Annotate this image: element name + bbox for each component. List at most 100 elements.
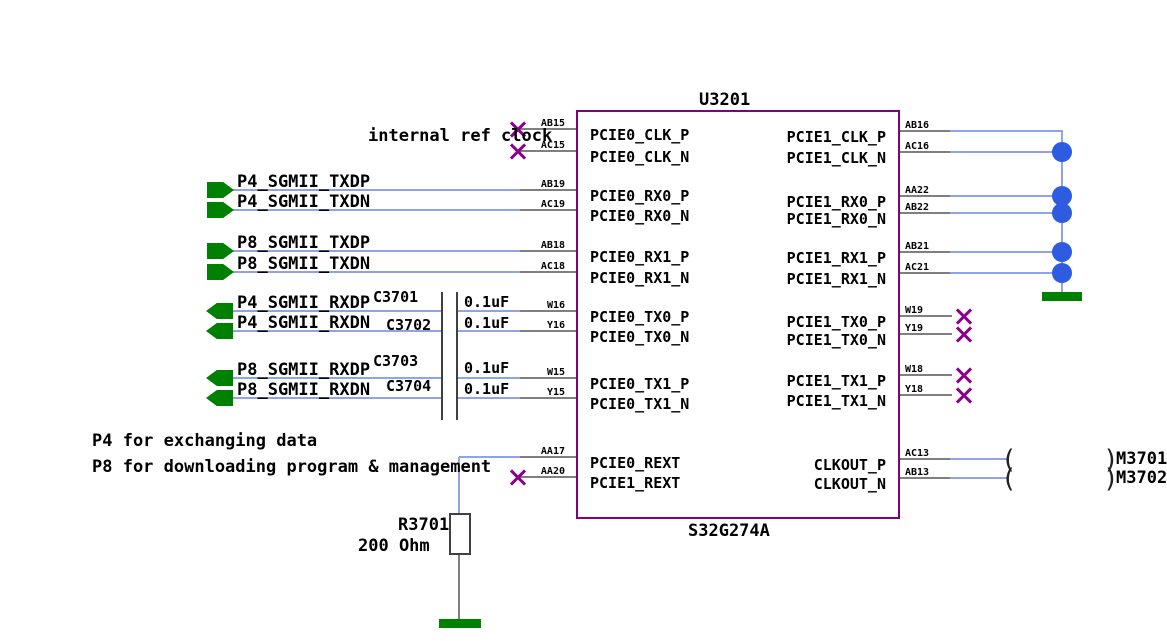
junction-dot[interactable] (1052, 263, 1072, 283)
wire-pcie1-rx0-n[interactable] (950, 212, 1063, 214)
pin-stub[interactable] (900, 151, 950, 153)
resistor-r3701[interactable] (449, 513, 471, 555)
wire-pcie1-rx0-p[interactable] (950, 195, 1063, 197)
pin-stub[interactable] (900, 315, 952, 317)
junction-dot[interactable] (1052, 242, 1072, 262)
net-label: P4_SGMII_TXDP (237, 172, 371, 192)
capacitor-plate-left[interactable] (441, 292, 443, 420)
pin-name: PCIE0_TX1_N (590, 395, 690, 413)
pin-stub[interactable] (520, 397, 576, 399)
wire-p4-sgmii-rxdn[interactable] (233, 330, 442, 332)
wire-rext[interactable] (458, 457, 460, 514)
pin-name: PCIE0_CLK_P (590, 126, 690, 144)
pin-stub[interactable] (520, 377, 576, 379)
pin-number: AC19 (540, 199, 565, 210)
no-connect-icon[interactable] (955, 325, 973, 343)
pin-name: CLKOUT_N (813, 475, 886, 493)
wire-p8-sgmii-rxdn[interactable] (233, 397, 442, 399)
offpage-connector-icon[interactable]: ) (1103, 464, 1119, 494)
pin-number: W16 (546, 300, 565, 311)
pin-stub[interactable] (900, 458, 950, 460)
pin-stub[interactable] (520, 271, 576, 273)
wire-clkout-n[interactable] (950, 477, 1008, 479)
wire-clkout-p[interactable] (950, 458, 1008, 460)
wire-pcie1-clk-p[interactable] (950, 130, 1063, 132)
chip-refdes: U3201 (699, 90, 751, 110)
wire-p8-sgmii-txdn[interactable] (233, 271, 520, 273)
wire-p4-sgmii-txdp[interactable] (233, 189, 520, 191)
wire-p8-sgmii-txdp[interactable] (233, 250, 520, 252)
pin-stub[interactable] (517, 476, 576, 478)
net-label: P8_SGMII_RXDN (237, 380, 371, 400)
pin-name: PCIE1_REXT (590, 474, 681, 492)
ground-symbol[interactable] (1042, 292, 1082, 301)
wire-p4-sgmii-txdn[interactable] (233, 209, 520, 211)
wire-pcie1-rx1-n[interactable] (950, 272, 1063, 274)
junction-dot[interactable] (1052, 203, 1072, 223)
cap-value: 0.1uF (464, 359, 510, 377)
pin-name: PCIE1_RX0_N (786, 210, 886, 228)
wire[interactable] (458, 555, 460, 619)
capacitor-plate-right[interactable] (456, 292, 458, 420)
wire[interactable] (458, 310, 520, 312)
pin-stub[interactable] (520, 330, 576, 332)
pin-stub[interactable] (517, 150, 576, 152)
offpage-connector-icon[interactable]: ( (1001, 445, 1017, 475)
wire-p4-sgmii-rxdp[interactable] (233, 310, 442, 312)
pin-stub[interactable] (520, 310, 576, 312)
pin-name: PCIE1_TX0_P (786, 313, 886, 331)
pin-stub[interactable] (520, 209, 576, 211)
pin-stub[interactable] (900, 394, 952, 396)
pin-stub[interactable] (900, 272, 950, 274)
pin-number: Y19 (905, 323, 924, 334)
cap-value: 0.1uF (464, 380, 510, 398)
pin-number: AB21 (905, 241, 930, 252)
pin-number: AA17 (540, 446, 565, 457)
junction-dot[interactable] (1052, 142, 1072, 162)
pin-stub[interactable] (520, 250, 576, 252)
pin-stub[interactable] (900, 195, 950, 197)
port-arrow-input[interactable] (207, 264, 234, 280)
pin-name: PCIE1_RX1_N (786, 270, 886, 288)
port-arrow-output[interactable] (206, 323, 233, 339)
wire-p8-sgmii-rxdp[interactable] (233, 377, 442, 379)
port-arrow-output[interactable] (206, 370, 233, 386)
wire[interactable] (458, 330, 520, 332)
wire[interactable] (458, 377, 520, 379)
pin-stub[interactable] (900, 212, 950, 214)
pin-name: PCIE1_CLK_P (786, 128, 886, 146)
port-arrow-input[interactable] (207, 243, 234, 259)
junction-dot[interactable] (1052, 186, 1072, 206)
no-connect-icon[interactable] (955, 366, 973, 384)
pin-stub[interactable] (900, 374, 952, 376)
pin-name: PCIE1_TX0_N (786, 331, 886, 349)
port-arrow-output[interactable] (206, 390, 233, 406)
cap-value: 0.1uF (464, 293, 510, 311)
wire-rext[interactable] (459, 456, 520, 458)
no-connect-icon[interactable] (955, 307, 973, 325)
pin-stub[interactable] (900, 251, 950, 253)
port-arrow-input[interactable] (207, 182, 234, 198)
pin-name: PCIE0_RX0_N (590, 207, 690, 225)
pin-stub[interactable] (520, 456, 576, 458)
wire-pcie1-rx1-p[interactable] (950, 251, 1063, 253)
no-connect-icon[interactable] (955, 386, 973, 404)
offpage-connector-icon[interactable]: ) (1103, 445, 1119, 475)
annotation-p4: P4 for exchanging data (92, 431, 318, 451)
pin-stub[interactable] (900, 130, 950, 132)
chip-u3201-body[interactable] (576, 110, 900, 519)
pin-stub[interactable] (900, 477, 950, 479)
wire-pcie1-clk-n[interactable] (950, 151, 1063, 153)
pin-stub[interactable] (900, 333, 952, 335)
port-arrow-output[interactable] (206, 303, 233, 319)
pin-name: PCIE0_TX0_P (590, 308, 690, 326)
offpage-connector-icon[interactable]: ( (1001, 464, 1017, 494)
pin-stub[interactable] (520, 189, 576, 191)
wire[interactable] (458, 397, 520, 399)
pin-number: AC13 (905, 448, 930, 459)
pin-name: PCIE0_RX0_P (590, 187, 690, 205)
ground-symbol[interactable] (439, 619, 481, 628)
pin-stub[interactable] (517, 128, 576, 130)
port-arrow-input[interactable] (207, 202, 234, 218)
cap-value: 0.1uF (464, 314, 510, 332)
